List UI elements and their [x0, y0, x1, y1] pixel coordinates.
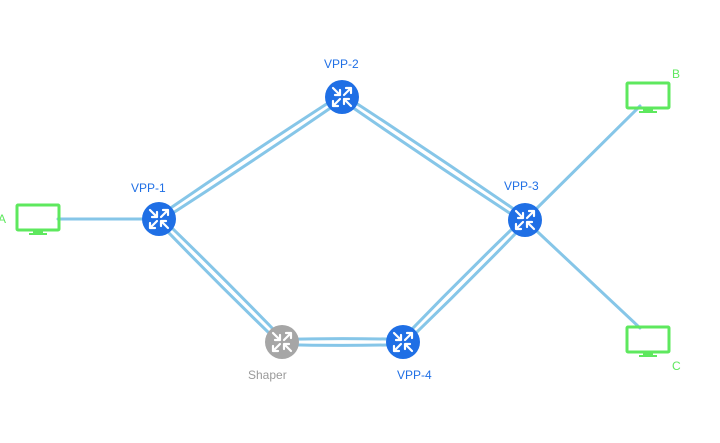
- link-shaper-vpp4-2: [280, 343, 405, 347]
- host-b-label: B: [672, 67, 680, 81]
- router-icon: [386, 325, 420, 359]
- router-shaper[interactable]: Shaper: [248, 325, 299, 382]
- link-vpp4-vpp3-1: [399, 216, 525, 342]
- monitor-icon: [625, 325, 671, 357]
- link-vpp1-shaper-2: [155, 219, 282, 346]
- router-vpp-3-label: VPP-3: [504, 179, 539, 193]
- router-icon: [325, 80, 359, 114]
- router-vpp-1[interactable]: VPP-1: [131, 181, 176, 236]
- router-vpp-4[interactable]: VPP-4: [386, 325, 432, 382]
- router-vpp-2[interactable]: VPP-2: [324, 57, 359, 114]
- host-a[interactable]: A: [0, 203, 61, 235]
- router-icon: [265, 325, 299, 359]
- link-vpp2-vpp3-1: [341, 93, 528, 220]
- link-vpp3-hostB-1: [523, 104, 642, 222]
- link-vpp1-vpp2-2: [158, 97, 345, 223]
- link-vpp2-vpp3-2: [339, 97, 526, 224]
- link-vpp4-vpp3-2: [403, 220, 529, 346]
- host-c-label: C: [672, 359, 681, 373]
- host-a-label: A: [0, 212, 6, 226]
- router-shaper-label: Shaper: [248, 368, 287, 382]
- router-icon: [508, 203, 542, 237]
- router-vpp-2-label: VPP-2: [324, 57, 359, 71]
- monitor-icon: [15, 203, 61, 235]
- link-vpp1-vpp2-1: [156, 93, 343, 219]
- link-vpp3-hostC-1: [523, 218, 642, 330]
- host-c[interactable]: C: [625, 325, 681, 373]
- links-layer: [56, 93, 642, 347]
- router-vpp-1-label: VPP-1: [131, 181, 166, 195]
- link-shaper-vpp4-1: [280, 337, 405, 341]
- router-icon: [142, 202, 176, 236]
- router-vpp-4-label: VPP-4: [397, 368, 432, 382]
- monitor-icon: [625, 81, 671, 113]
- host-b[interactable]: B: [625, 67, 680, 113]
- link-vpp1-shaper-1: [159, 215, 286, 342]
- router-vpp-3[interactable]: VPP-3: [504, 179, 542, 237]
